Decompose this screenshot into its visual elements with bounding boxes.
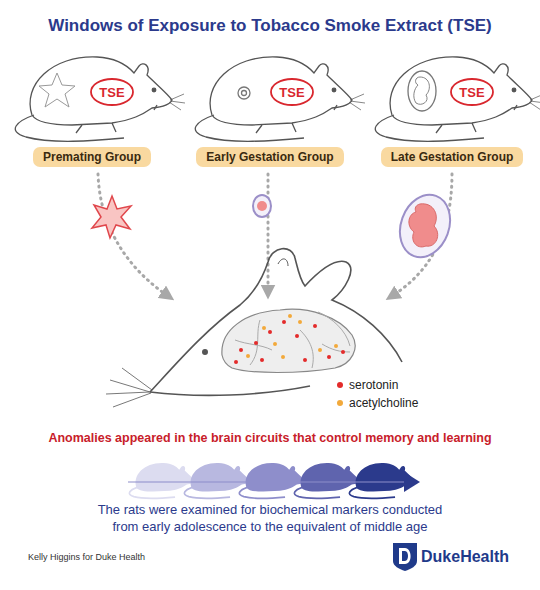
group-label: Late Gestation Group xyxy=(381,147,524,167)
rat-head xyxy=(106,249,402,407)
legend-text: serotonin xyxy=(349,378,398,392)
legend-swatch xyxy=(337,400,343,406)
early-embryo-icon xyxy=(253,195,271,217)
legend-entry: serotonin xyxy=(337,378,398,392)
age-progression xyxy=(128,463,420,498)
group-name: Early Gestation Group xyxy=(206,150,333,164)
logo-wordmark: DukeHealth xyxy=(421,547,536,568)
finding-text: Anomalies appeared in the brain circuits… xyxy=(0,430,540,446)
method-note: The rats were examined for biochemical m… xyxy=(60,502,480,536)
exposure-arrows xyxy=(98,174,452,296)
oval-label: TSE xyxy=(459,85,484,100)
group-name: Premating Group xyxy=(43,150,141,164)
legend-swatch xyxy=(337,382,343,388)
exposure-oval: TSE xyxy=(270,78,314,106)
legend-text: acetylcholine xyxy=(349,396,418,410)
diagram-title: Windows of Exposure to Tobacco Smoke Ext… xyxy=(0,16,540,36)
oval-label: TSE xyxy=(279,85,304,100)
duke-logo-shield xyxy=(393,543,417,571)
group-label: Premating Group xyxy=(33,147,151,167)
legend-entry: acetylcholine xyxy=(337,396,418,410)
damage-starburst xyxy=(92,196,131,238)
group-label: Early Gestation Group xyxy=(196,147,343,167)
late-fetus-icon xyxy=(392,188,459,265)
oval-label: TSE xyxy=(99,85,124,100)
exposure-oval: TSE xyxy=(90,78,134,106)
credit-line: Kelly Higgins for Duke Health xyxy=(28,552,278,564)
rat-figures xyxy=(15,57,540,141)
group-name: Late Gestation Group xyxy=(391,150,514,164)
brain xyxy=(222,309,355,372)
exposure-oval: TSE xyxy=(450,78,494,106)
